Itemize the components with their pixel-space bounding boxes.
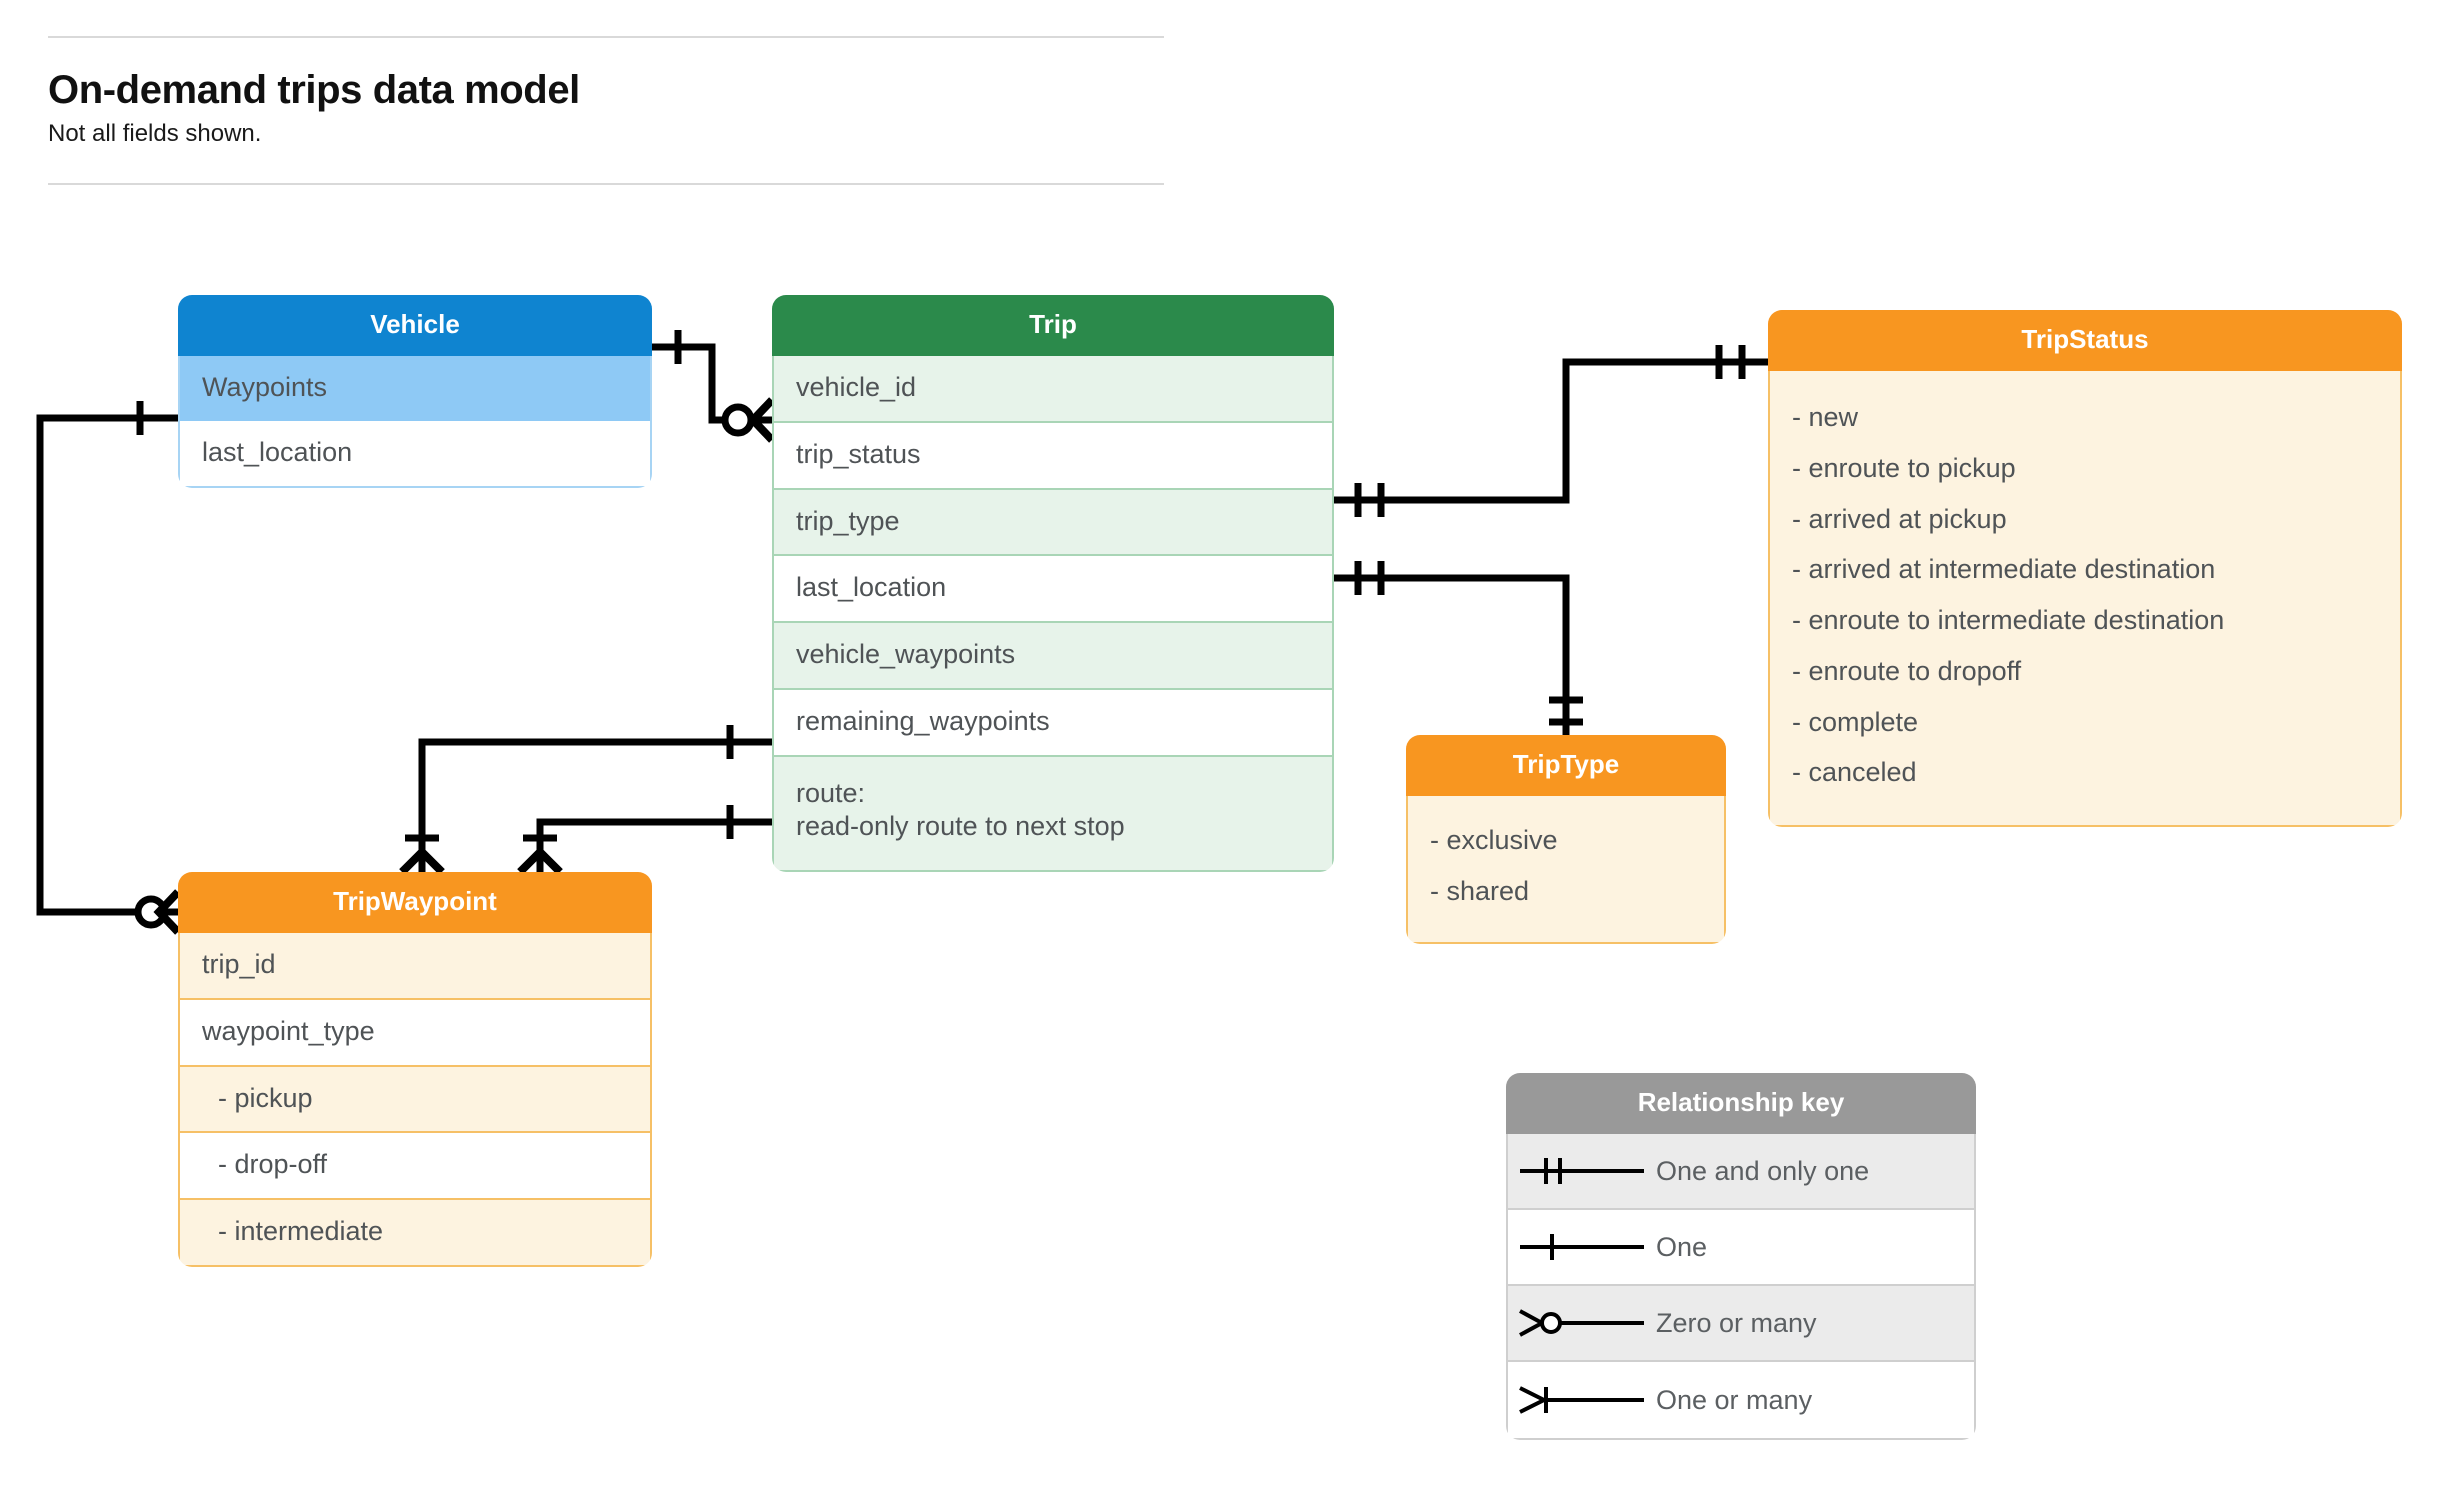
connector-vehicle-to-trip-vehicle-id	[652, 330, 775, 443]
key-row-one: One	[1508, 1210, 1974, 1287]
entity-trip-status-title: TripStatus	[1768, 310, 2402, 372]
key-label-one-or-many: One or many	[1656, 1384, 1813, 1415]
value-trip-status-arrived-at-intermediate-destination: - arrived at intermediate destination	[1792, 554, 2216, 585]
field-trip-waypoint-trip-id[interactable]: trip_id	[180, 933, 650, 1000]
diagram-header: On-demand trips data model Not all field…	[48, 36, 1164, 185]
field-trip-route-label: route:	[796, 777, 866, 808]
header-rule-top	[48, 36, 1164, 38]
value-trip-status-new: - new	[1792, 402, 1859, 433]
entity-vehicle[interactable]: Vehicle Waypoints last_location	[178, 295, 652, 488]
connector-trip-type-to-triptype	[1334, 561, 1583, 735]
value-trip-type-shared: - shared	[1430, 875, 1530, 906]
field-trip-trip-type[interactable]: trip_type	[774, 489, 1332, 557]
field-trip-vehicle-id[interactable]: vehicle_id	[774, 356, 1332, 423]
connector-remaining-waypoints-to-tripwaypoint	[517, 805, 772, 875]
value-trip-status-enroute-to-intermediate-destination: - enroute to intermediate destination	[1792, 605, 2225, 636]
header-rule-bottom	[48, 182, 1164, 185]
relationship-key-title: Relationship key	[1506, 1073, 1976, 1135]
one-and-only-one-icon	[1508, 1151, 1656, 1191]
field-trip-remaining-waypoints[interactable]: remaining_waypoints	[774, 690, 1332, 757]
entity-trip[interactable]: Trip vehicle_id trip_status trip_type la…	[772, 295, 1334, 873]
entity-trip-type[interactable]: TripType - exclusive - shared	[1406, 735, 1726, 944]
connector-trip-status-to-tripstatus	[1334, 345, 1768, 517]
field-trip-vehicle-waypoints[interactable]: vehicle_waypoints	[774, 623, 1332, 690]
entity-trip-title: Trip	[772, 295, 1334, 357]
key-label-zero-or-many: Zero or many	[1656, 1307, 1817, 1338]
one-or-many-icon	[1508, 1380, 1656, 1420]
entity-vehicle-body: Waypoints last_location	[178, 356, 652, 488]
value-trip-status-complete: - complete	[1792, 706, 1919, 737]
entity-trip-status-body: - new - enroute to pickup - arrived at p…	[1768, 371, 2402, 828]
page-subtitle: Not all fields shown.	[48, 120, 262, 147]
entity-trip-type-body: - exclusive - shared	[1406, 796, 1726, 944]
zero-or-many-icon	[1508, 1303, 1656, 1343]
value-trip-status-enroute-to-pickup: - enroute to pickup	[1792, 452, 2016, 483]
value-waypoint-type-pickup: - pickup	[180, 1066, 650, 1134]
entity-trip-waypoint-title: TripWaypoint	[178, 872, 652, 934]
field-trip-waypoint-waypoint-type[interactable]: waypoint_type	[180, 1000, 650, 1067]
value-trip-status-enroute-to-dropoff: - enroute to dropoff	[1792, 655, 2022, 686]
connector-vehicle-waypoints-field-to-tripwaypoint	[399, 725, 772, 875]
connector-vehicle-waypoints-to-tripwaypoint	[36, 401, 181, 935]
entity-trip-waypoint-body: trip_id waypoint_type - pickup - drop-of…	[178, 933, 652, 1267]
key-label-one: One	[1656, 1231, 1708, 1262]
value-waypoint-type-intermediate: - intermediate	[180, 1200, 650, 1265]
relationship-key-legend: Relationship key One and only one	[1506, 1073, 1976, 1441]
value-trip-status-canceled: - canceled	[1792, 757, 1917, 788]
field-vehicle-last-location[interactable]: last_location	[202, 436, 353, 467]
key-label-one-and-only-one: One and only one	[1656, 1155, 1870, 1186]
field-trip-last-location[interactable]: last_location	[774, 556, 1332, 624]
key-row-one-or-many: One or many	[1508, 1362, 1974, 1438]
field-trip-route-description: read-only route to next stop	[796, 811, 1125, 842]
value-waypoint-type-drop-off: - drop-off	[180, 1133, 650, 1201]
one-icon	[1508, 1227, 1656, 1267]
key-row-one-and-only-one: One and only one	[1508, 1134, 1974, 1211]
page-title: On-demand trips data model	[48, 68, 580, 112]
key-row-zero-or-many: Zero or many	[1508, 1286, 1974, 1363]
entity-trip-waypoint[interactable]: TripWaypoint trip_id waypoint_type - pic…	[178, 872, 652, 1267]
field-trip-trip-status[interactable]: trip_status	[774, 423, 1332, 490]
field-trip-route[interactable]: route: read-only route to next stop	[774, 756, 1332, 871]
entity-trip-status[interactable]: TripStatus - new - enroute to pickup - a…	[1768, 310, 2402, 828]
entity-trip-type-title: TripType	[1406, 735, 1726, 797]
relationship-key-body: One and only one One	[1506, 1134, 1976, 1441]
value-trip-status-arrived-at-pickup: - arrived at pickup	[1792, 503, 2007, 534]
entity-trip-body: vehicle_id trip_status trip_type last_lo…	[772, 356, 1334, 873]
field-vehicle-waypoints[interactable]: Waypoints	[180, 356, 650, 421]
entity-vehicle-title: Vehicle	[178, 295, 652, 357]
value-trip-type-exclusive: - exclusive	[1430, 825, 1558, 856]
